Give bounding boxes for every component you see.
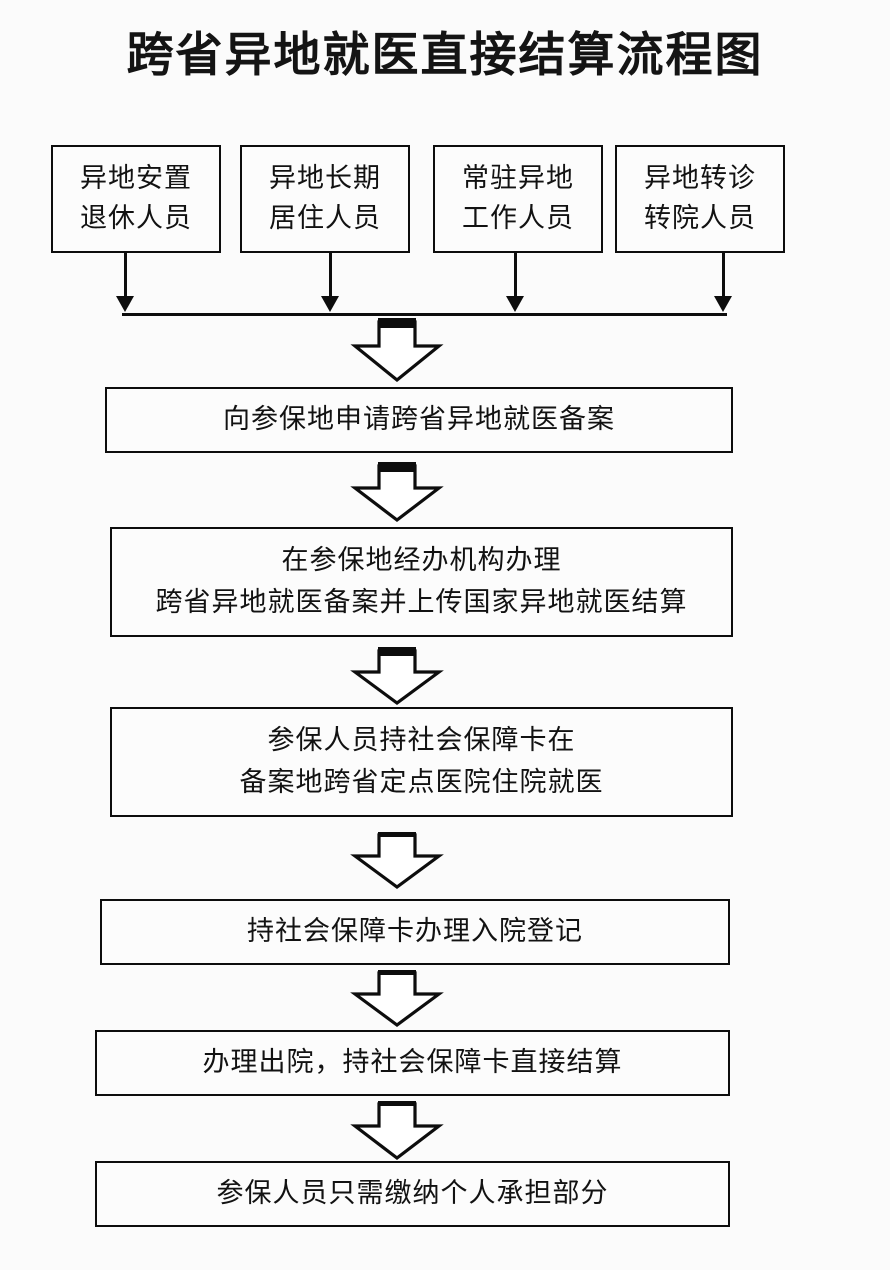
source-box-4[interactable]: 异地转诊 转院人员 <box>615 145 785 253</box>
page-title: 跨省异地就医直接结算流程图 <box>126 28 764 83</box>
down-block-arrow-6 <box>347 1098 447 1162</box>
source-box-1-line1: 异地安置 <box>80 163 192 194</box>
process-box-3-line2: 备案地跨省定点医院住院就医 <box>239 767 604 798</box>
down-block-arrow-4 <box>347 829 447 891</box>
source-box-3[interactable]: 常驻异地 工作人员 <box>433 145 603 253</box>
process-box-4-line1: 持社会保障卡办理入院登记 <box>247 916 583 947</box>
process-box-1[interactable]: 向参保地申请跨省异地就医备案 <box>105 387 733 453</box>
down-block-arrow-2 <box>347 460 447 524</box>
source-box-4-line1: 异地转诊 <box>644 163 756 194</box>
process-box-2[interactable]: 在参保地经办机构办理 跨省异地就医备案并上传国家异地就医结算 <box>110 527 733 637</box>
connector-line-1 <box>124 253 127 297</box>
connector-arrowhead-2 <box>321 296 339 312</box>
merge-bar <box>122 313 727 316</box>
process-box-6[interactable]: 参保人员只需缴纳个人承担部分 <box>95 1161 730 1227</box>
source-box-1[interactable]: 异地安置 退休人员 <box>51 145 221 253</box>
down-block-arrow-3 <box>347 645 447 707</box>
process-box-1-line1: 向参保地申请跨省异地就医备案 <box>223 404 615 435</box>
connector-line-4 <box>722 253 725 297</box>
process-box-2-line2: 跨省异地就医备案并上传国家异地就医结算 <box>155 587 688 618</box>
process-box-5-line1: 办理出院，持社会保障卡直接结算 <box>202 1047 623 1078</box>
down-block-arrow-1 <box>347 316 447 384</box>
connector-line-3 <box>514 253 517 297</box>
connector-arrowhead-1 <box>116 296 134 312</box>
source-box-3-line2: 工作人员 <box>462 203 574 234</box>
process-box-3-line1: 参保人员持社会保障卡在 <box>267 725 576 756</box>
source-box-3-line1: 常驻异地 <box>462 163 574 194</box>
process-box-3[interactable]: 参保人员持社会保障卡在 备案地跨省定点医院住院就医 <box>110 707 733 817</box>
source-box-2-line2: 居住人员 <box>269 203 381 234</box>
down-block-arrow-5 <box>347 967 447 1029</box>
connector-arrowhead-4 <box>714 296 732 312</box>
source-box-2-line1: 异地长期 <box>269 163 381 194</box>
source-box-1-line2: 退休人员 <box>80 203 192 234</box>
connector-line-2 <box>329 253 332 297</box>
source-box-4-line2: 转院人员 <box>644 203 756 234</box>
connector-arrowhead-3 <box>506 296 524 312</box>
process-box-2-line1: 在参保地经办机构办理 <box>281 545 562 576</box>
source-box-2[interactable]: 异地长期 居住人员 <box>240 145 410 253</box>
process-box-4[interactable]: 持社会保障卡办理入院登记 <box>100 899 730 965</box>
process-box-5[interactable]: 办理出院，持社会保障卡直接结算 <box>95 1030 730 1096</box>
process-box-6-line1: 参保人员只需缴纳个人承担部分 <box>216 1178 609 1209</box>
